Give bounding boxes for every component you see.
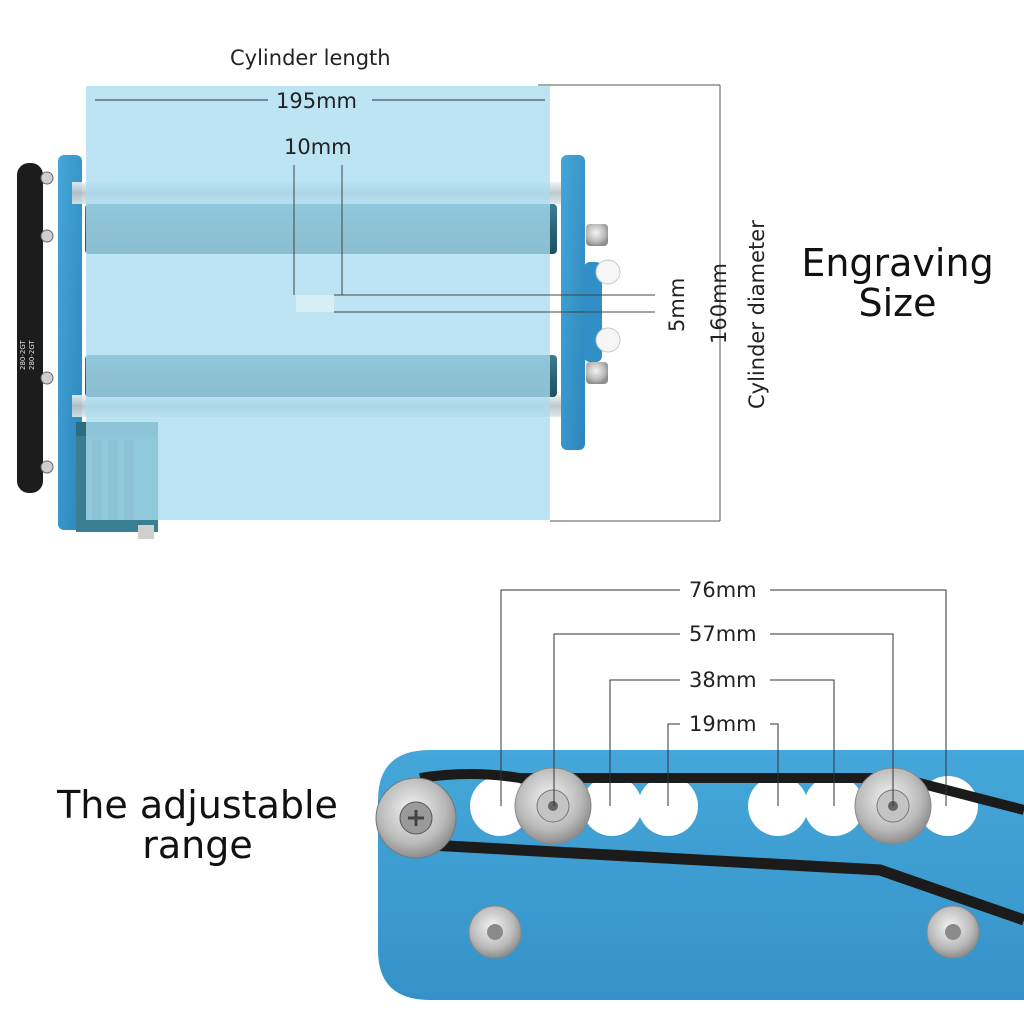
adjustable-range-label: The adjustable range	[55, 783, 340, 867]
span-19: 19mm	[689, 712, 757, 736]
belt-marking-2: 280-2GT	[28, 340, 36, 370]
engraving-size-heading: Engraving Size	[800, 241, 995, 325]
range-assembly	[375, 750, 1024, 1000]
gap-value: 10mm	[284, 135, 352, 159]
span-38: 38mm	[689, 668, 757, 692]
cylinder-length-value: 195mm	[276, 89, 357, 113]
diameter-value: 160mm	[707, 263, 731, 344]
range-label-line-1: The adjustable	[57, 783, 338, 827]
cylinder-diameter-label: Cylinder diameter	[745, 220, 769, 409]
cylinder-length-label: Cylinder length	[230, 46, 391, 70]
range-belt-top	[419, 769, 1024, 815]
belt-marking-1: 280-2GT	[19, 340, 27, 370]
offset-value: 5mm	[665, 277, 689, 332]
range-label-line-2: range	[142, 822, 253, 867]
right-frame-plate	[561, 155, 585, 450]
heading-line-2: Size	[858, 280, 937, 325]
heading-line-1: Engraving	[801, 241, 994, 285]
span-57: 57mm	[689, 622, 757, 646]
drive-belt	[17, 163, 43, 493]
range-brackets	[500, 589, 947, 806]
gap-marker	[296, 295, 334, 312]
span-76: 76mm	[689, 578, 757, 602]
range-belt-bottom	[429, 839, 1024, 926]
